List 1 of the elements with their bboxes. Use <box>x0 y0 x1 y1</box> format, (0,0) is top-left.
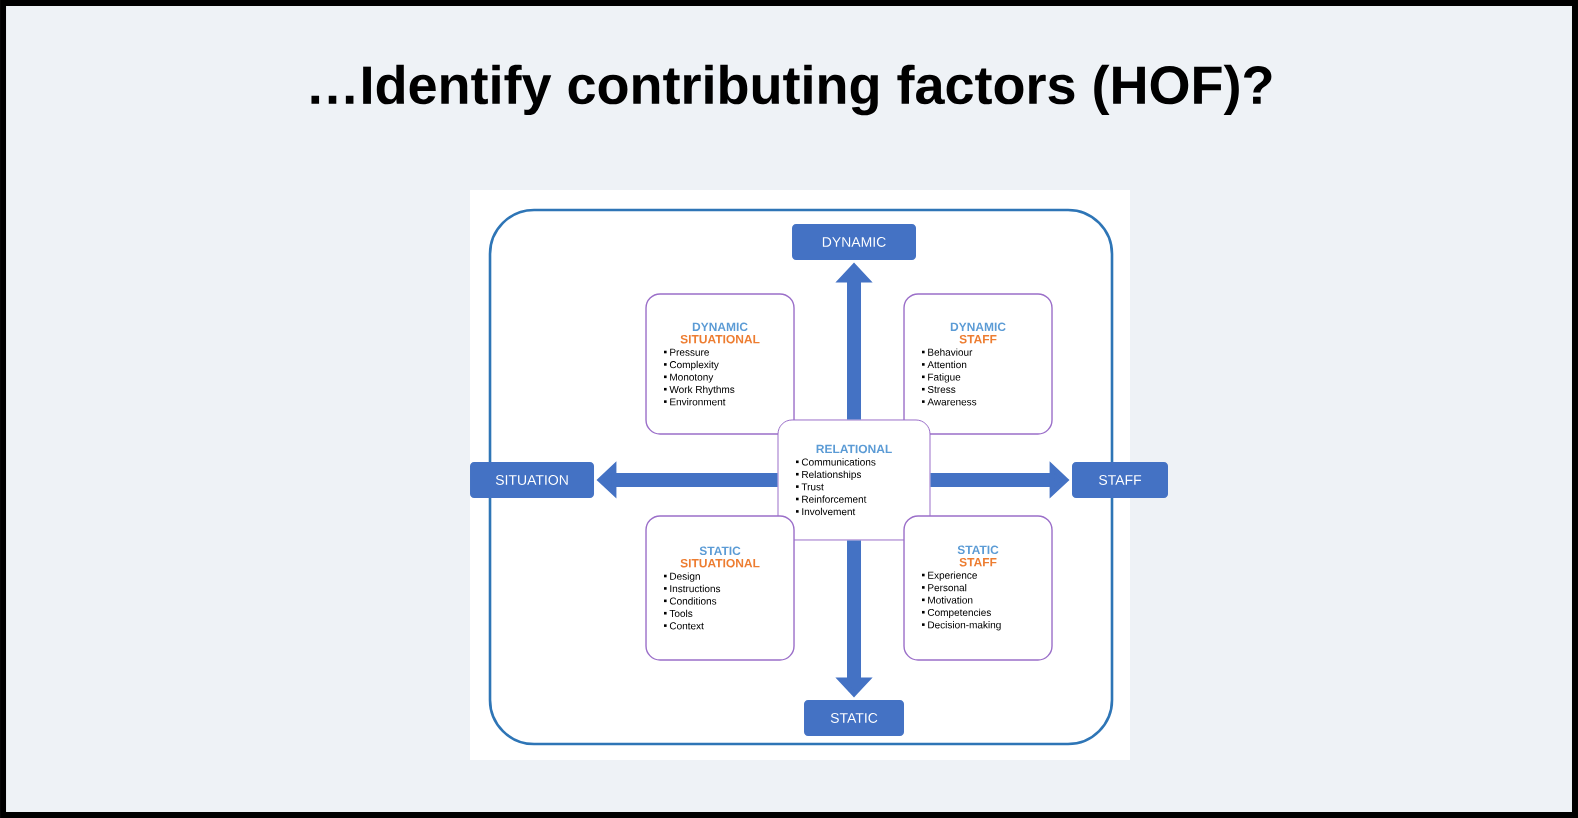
title: …Identify contributing factors (HOF)? <box>311 64 1272 116</box>
